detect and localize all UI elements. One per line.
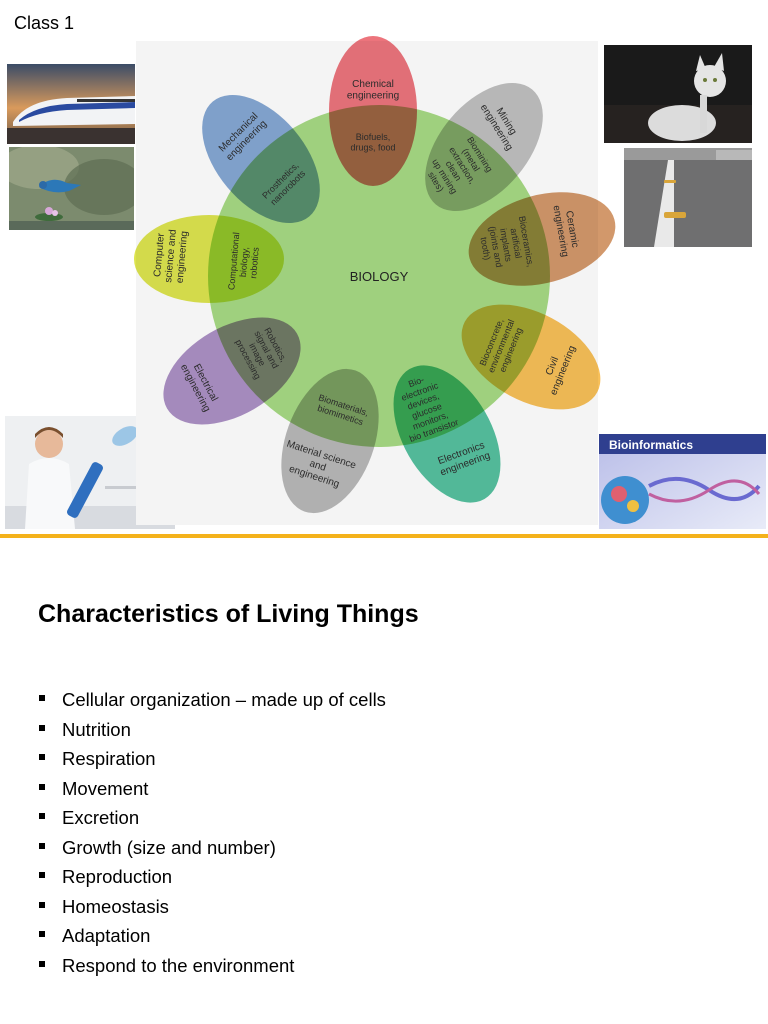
- bullet-item: Cellular organization – made up of cells: [38, 685, 386, 715]
- petal-material: [281, 368, 379, 514]
- bullet-marker: [39, 783, 45, 790]
- petal-electrical: [163, 317, 301, 425]
- bullet-item: Growth (size and number): [38, 833, 386, 863]
- bullet-text: Excretion: [62, 807, 140, 828]
- petal-mechanical: [202, 94, 320, 224]
- bioinformatics-banner: Bioinformatics: [599, 434, 766, 529]
- bullet-marker: [39, 842, 45, 849]
- bullet-marker: [39, 960, 45, 967]
- bullet-train-photo: [7, 64, 135, 144]
- bullet-text: Homeostasis: [62, 895, 169, 917]
- characteristics-list: Cellular organization – made up of cells…: [38, 685, 386, 980]
- petal-chemical: [329, 36, 417, 186]
- biology-center-label: BIOLOGY: [350, 269, 409, 284]
- overlap-label-chemical: Biofuels,drugs, food: [350, 132, 395, 152]
- bullet-marker: [39, 695, 45, 701]
- bullet-text: Respond to the environment: [62, 954, 295, 976]
- bullet-text: Respiration: [62, 748, 156, 769]
- bullet-item: Respond to the environment: [38, 951, 386, 981]
- bullet-marker: [39, 901, 45, 908]
- bullet-marker: [39, 754, 45, 760]
- petal-mining: [425, 82, 543, 212]
- bullet-item: Nutrition: [38, 715, 386, 745]
- accent-divider: [0, 534, 768, 538]
- bullet-item: Reproduction: [38, 862, 386, 892]
- bullet-marker: [39, 872, 45, 878]
- petal-ceramic: [468, 192, 616, 286]
- petal-electronics: [393, 365, 501, 503]
- bullet-marker: [39, 813, 45, 819]
- petal-civil: [461, 304, 601, 410]
- bullet-text: Cellular organization – made up of cells: [62, 689, 386, 710]
- petal-label-computer: Computerscience andengineering: [152, 228, 191, 284]
- bullet-marker: [39, 724, 45, 731]
- kingfisher-photo: [9, 147, 134, 230]
- overlap-label-computer: Computationalbiology,robotics: [226, 232, 262, 293]
- bullet-item: Movement: [38, 774, 386, 804]
- bullet-item: Adaptation: [38, 921, 386, 951]
- bullet-marker: [39, 931, 45, 937]
- bullet-item: Respiration: [38, 744, 386, 774]
- bullet-item: Homeostasis: [38, 892, 386, 922]
- bullet-text: Nutrition: [62, 718, 131, 740]
- road-reflector-photo: [624, 148, 752, 247]
- bioinformatics-title: Bioinformatics: [609, 438, 693, 452]
- bullet-text: Reproduction: [62, 866, 173, 887]
- bullet-text: Adaptation: [62, 925, 151, 946]
- class-label: Class 1: [14, 13, 75, 33]
- bullet-text: Growth (size and number): [62, 836, 276, 858]
- bullet-item: Excretion: [38, 803, 386, 833]
- bullet-text: Movement: [62, 777, 149, 799]
- petal-computer: [134, 215, 284, 303]
- cat-photo: [604, 45, 752, 143]
- slide-title: Characteristics of Living Things: [38, 600, 419, 628]
